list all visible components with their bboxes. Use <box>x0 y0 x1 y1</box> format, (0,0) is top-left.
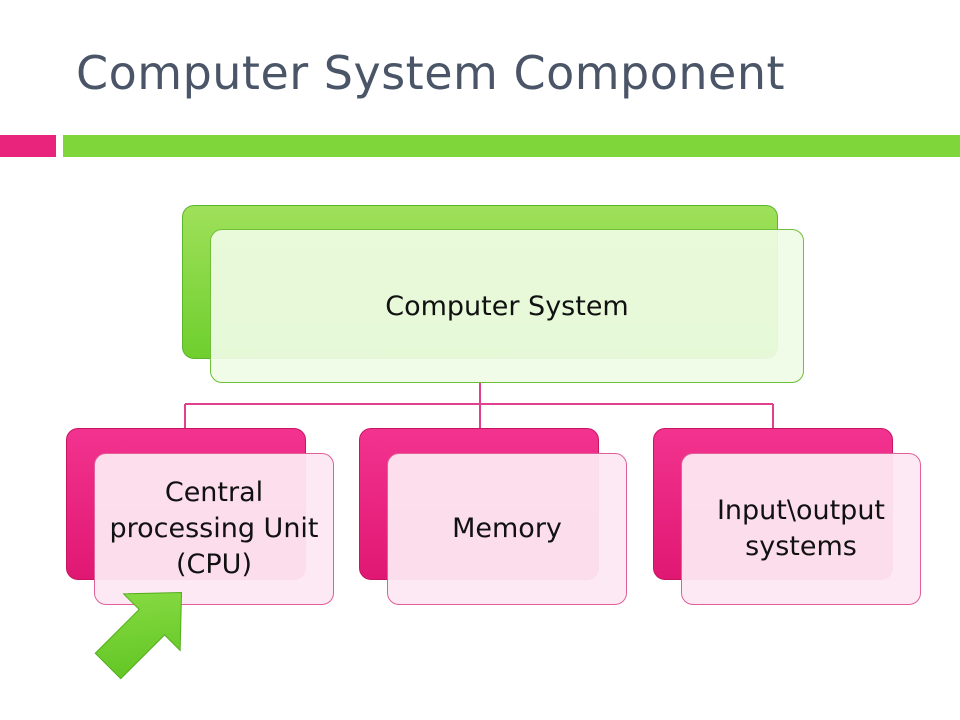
root-node-label: Computer System <box>385 290 629 322</box>
accent-bar-green <box>63 135 960 157</box>
child-node-memory: Memory <box>387 453 627 605</box>
child-node-label: Central processing Unit (CPU) <box>109 477 319 580</box>
slide-title: Computer System Component <box>76 46 786 100</box>
accent-bar-pink <box>0 135 56 157</box>
child-node-label: Input\output systems <box>716 495 886 562</box>
root-node: Computer System <box>210 229 804 383</box>
child-node-cpu: Central processing Unit (CPU) <box>94 453 334 605</box>
child-node-label: Memory <box>452 513 562 544</box>
child-node-io: Input\output systems <box>681 453 921 605</box>
